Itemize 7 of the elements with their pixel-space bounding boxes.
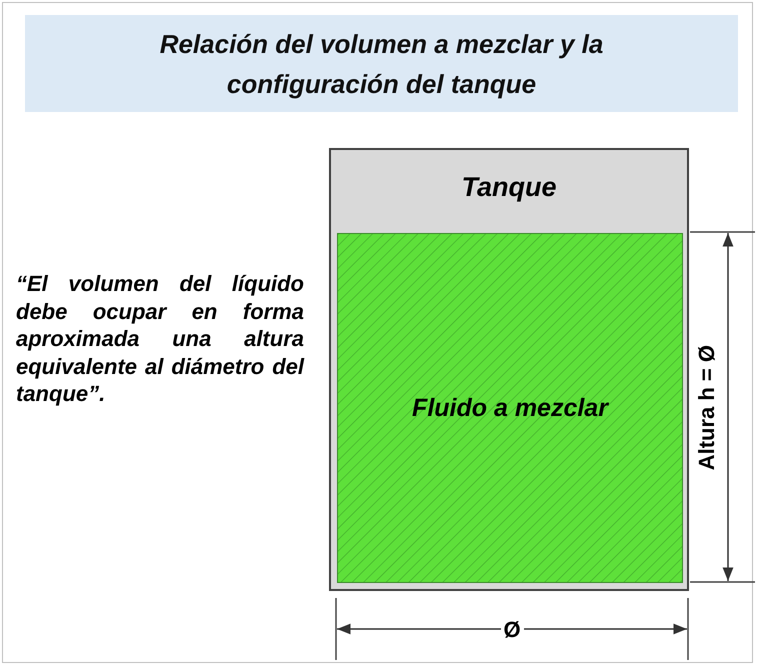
fluid-region (337, 233, 683, 583)
fluid-label: Fluido a mezclar (412, 394, 608, 422)
title-banner: Relación del volumen a mezclar y la configuración del tanque (25, 15, 738, 112)
tank-outline (329, 148, 689, 591)
dimension-label: Altura h = Ø (694, 344, 720, 470)
tank-label: Tanque (461, 172, 556, 203)
note-text: “El volumen del líquido debe ocupar en forma aproximada una altura equivalente al diámetro del tanque”. (16, 270, 304, 408)
